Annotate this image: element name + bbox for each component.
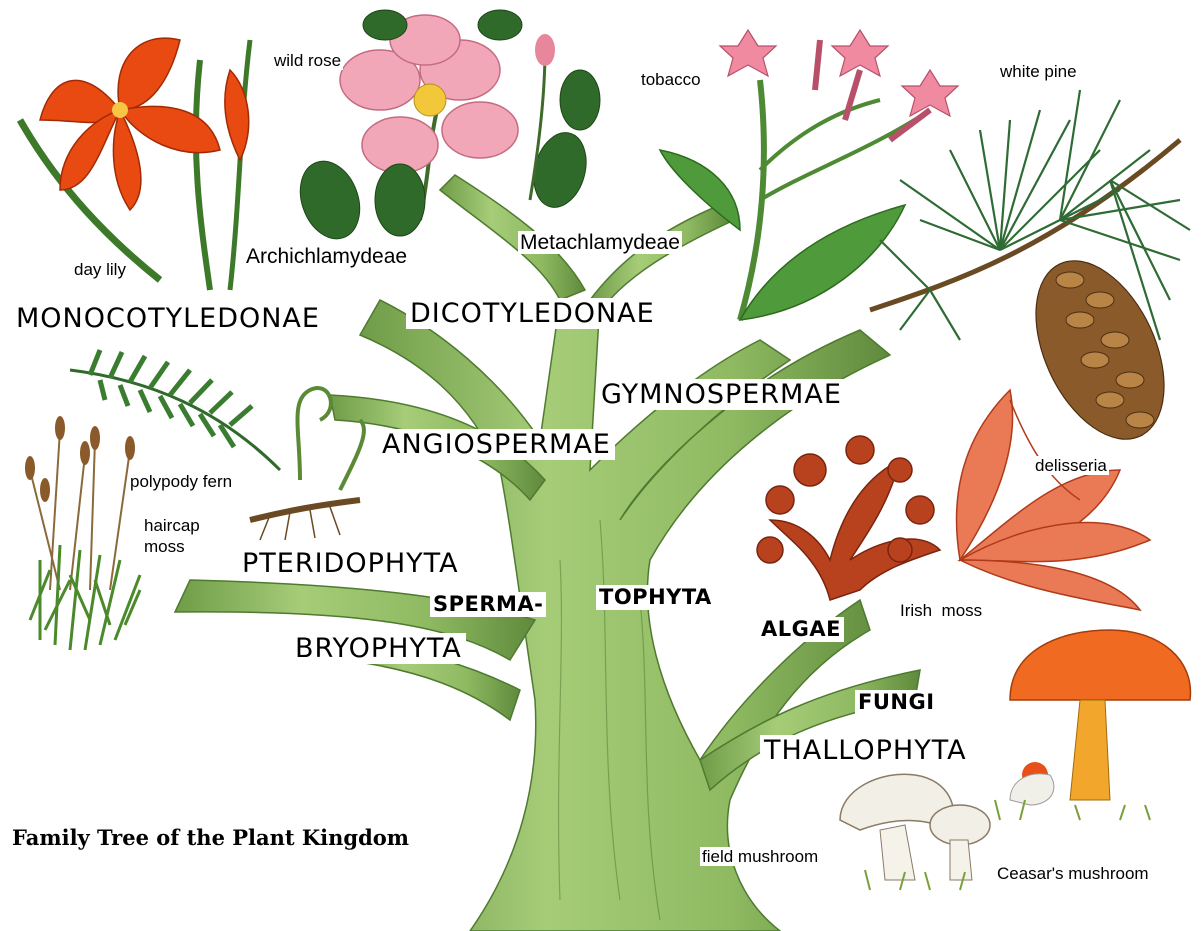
label-sperma: SPERMA- bbox=[430, 592, 546, 617]
label-pteridophyta: PTERIDOPHYTA bbox=[238, 548, 463, 579]
branch-metachlamydeae bbox=[590, 205, 730, 305]
label-algae: ALGAE bbox=[758, 617, 844, 642]
irish-moss-illustration bbox=[757, 436, 940, 600]
label-gymnospermae: GYMNOSPERMAE bbox=[597, 379, 846, 410]
day-lily-illustration bbox=[20, 38, 250, 290]
label-metachlamydeae: Metachlamydeae bbox=[518, 231, 682, 254]
label-white-pine: white pine bbox=[998, 62, 1079, 81]
label-monocotyledonae: MONOCOTYLEDONAE bbox=[12, 303, 324, 334]
label-angiospermae: ANGIOSPERMAE bbox=[378, 429, 615, 460]
diagram-caption: Family Tree of the Plant Kingdom bbox=[12, 827, 409, 848]
label-field-mushroom: field mushroom bbox=[700, 847, 820, 866]
field-mushroom-illustration bbox=[840, 774, 990, 890]
white-pine-illustration bbox=[870, 90, 1190, 459]
label-fungi: FUNGI bbox=[855, 690, 938, 715]
label-archichlamydeae: Archichlamydeae bbox=[244, 245, 409, 268]
label-delisseria: delisseria bbox=[1033, 456, 1109, 475]
label-polypody-fern: polypody fern bbox=[128, 472, 234, 491]
label-tophyta: TOPHYTA bbox=[596, 585, 715, 610]
label-irish-moss: Irish moss bbox=[898, 601, 984, 620]
wild-rose-illustration bbox=[290, 10, 600, 247]
label-dicotyledonae: DICOTYLEDONAE bbox=[406, 298, 659, 329]
label-haircap-moss-line1: haircap bbox=[142, 516, 202, 535]
ceasars-mushroom-illustration bbox=[995, 630, 1190, 820]
label-bryophyta: BRYOPHYTA bbox=[291, 633, 466, 664]
label-tobacco: tobacco bbox=[639, 70, 703, 89]
label-haircap-moss-line2: moss bbox=[142, 537, 187, 556]
label-thallophyta: THALLOPHYTA bbox=[760, 735, 971, 766]
label-ceasars-mushroom: Ceasar's mushroom bbox=[995, 864, 1151, 883]
label-day-lily: day lily bbox=[72, 260, 128, 279]
tobacco-illustration bbox=[660, 30, 958, 320]
label-wild-rose: wild rose bbox=[272, 51, 343, 70]
polypody-fern-illustration bbox=[70, 350, 364, 540]
haircap-moss-illustration bbox=[25, 416, 140, 650]
